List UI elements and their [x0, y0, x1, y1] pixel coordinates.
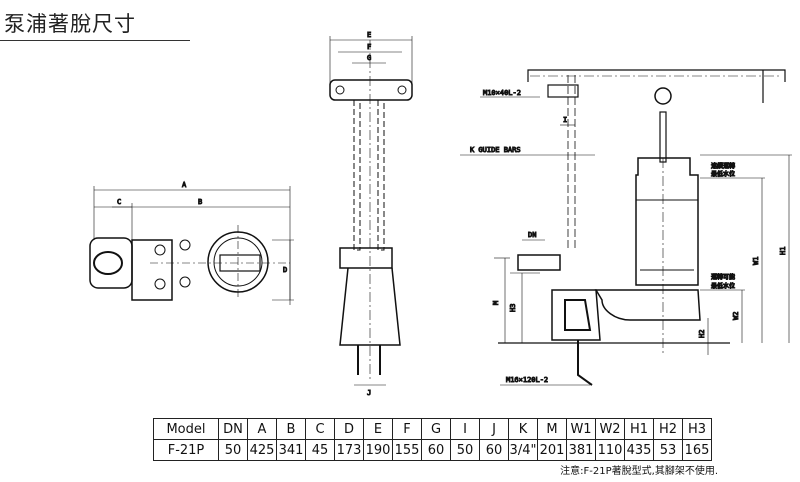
table-cell: 341: [276, 439, 306, 461]
dim-label-a: A: [182, 181, 187, 189]
front-view: [329, 36, 413, 386]
column-header: M: [537, 418, 567, 440]
table-cell: 155: [392, 439, 422, 461]
water-level-2-line1: 運轉可能: [711, 273, 735, 281]
dim-label-h1: H1: [779, 247, 787, 255]
table-cell: 425: [247, 439, 277, 461]
dim-label-c: C: [117, 198, 121, 206]
table-cell: 435: [624, 439, 654, 461]
table-cell: 53: [653, 439, 683, 461]
table-note: 注意:F-21P著脫型式,其腳架不使用.: [560, 466, 718, 477]
table-cell: 60: [479, 439, 509, 461]
page-title: 泵浦著脫尺寸: [4, 12, 136, 36]
column-header: DN: [218, 418, 248, 440]
guide-bars-label: K GUIDE BARS: [470, 146, 521, 154]
table-cell: 50: [450, 439, 480, 461]
column-header: Model: [153, 418, 219, 440]
dim-label-w2: W2: [732, 312, 740, 320]
dim-label-i: I: [563, 116, 567, 124]
column-header: C: [305, 418, 335, 440]
table-cell: 45: [305, 439, 335, 461]
dim-label-h3: H3: [509, 304, 517, 312]
table-cell: 190: [363, 439, 393, 461]
table-cell: 201: [537, 439, 567, 461]
dim-label-e: E: [367, 31, 371, 39]
table-cell: 173: [334, 439, 364, 461]
side-view: [460, 69, 792, 386]
table-cell: 110: [595, 439, 625, 461]
column-header: B: [276, 418, 306, 440]
column-header: G: [421, 418, 451, 440]
dim-label-h2: H2: [698, 330, 706, 338]
column-header: H2: [653, 418, 683, 440]
dim-label-w1: W1: [752, 257, 760, 265]
water-level-2-line2: 最低水位: [711, 282, 735, 290]
column-header: W1: [566, 418, 596, 440]
column-header: H3: [682, 418, 712, 440]
column-header: H1: [624, 418, 654, 440]
column-header: A: [247, 418, 277, 440]
dim-label-m: M: [492, 301, 500, 305]
column-header: J: [479, 418, 509, 440]
column-header: D: [334, 418, 364, 440]
dim-label-d: D: [283, 266, 287, 274]
dim-label-g: G: [367, 54, 371, 62]
top-view: [89, 186, 294, 305]
bolt-label-bottom: M16×120L-2: [506, 376, 548, 384]
water-level-1-line1: 連續運轉: [711, 162, 735, 170]
dim-label-dn: DN: [528, 231, 536, 239]
table-cell: 60: [421, 439, 451, 461]
table-cell: 50: [218, 439, 248, 461]
column-header: E: [363, 418, 393, 440]
table-cell: F-21P: [153, 439, 219, 461]
column-header: F: [392, 418, 422, 440]
title-underline: [0, 40, 190, 41]
dim-label-j: J: [367, 389, 371, 397]
table-cell: 3/4": [508, 439, 538, 461]
dim-label-b: B: [198, 198, 202, 206]
table-cell: 381: [566, 439, 596, 461]
column-header: K: [508, 418, 538, 440]
water-level-1-line2: 最低水位: [711, 170, 735, 178]
table-cell: 165: [682, 439, 712, 461]
bolt-label-top: M10×40L-2: [483, 89, 521, 97]
column-header: I: [450, 418, 480, 440]
column-header: W2: [595, 418, 625, 440]
dim-label-f: F: [367, 43, 371, 51]
